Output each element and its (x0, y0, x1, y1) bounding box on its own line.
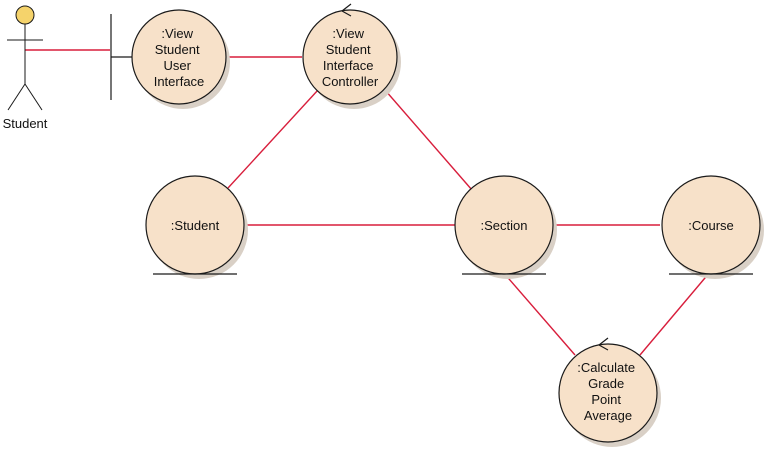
link-section-to-calculate-gpa (502, 271, 576, 356)
object-label: :View Student Interface Controller (322, 26, 379, 89)
link-controller-to-student (227, 89, 319, 189)
link-controller-to-section (384, 89, 473, 191)
object-label: :View Student User Interface (154, 26, 205, 89)
object-section[interactable]: :Section (454, 175, 557, 279)
object-label: :Calculate Grade Point Average (577, 360, 638, 423)
object-course[interactable]: :Course (661, 175, 764, 279)
object-calculate-grade-point-average[interactable]: :Calculate Grade Point Average (558, 337, 661, 447)
object-student[interactable]: :Student (145, 175, 248, 279)
object-circle (131, 9, 227, 105)
object-circle (302, 9, 398, 105)
object-label: :Student (171, 218, 220, 233)
control-arrow-icon (341, 3, 352, 17)
links (25, 49, 711, 356)
object-label: :Section (481, 218, 528, 233)
actor-head (15, 5, 35, 25)
actor-right-leg (24, 83, 43, 111)
object-label: :Course (688, 218, 734, 233)
actor-left-leg (7, 83, 26, 111)
object-circle (558, 343, 658, 443)
control-arrow-icon (598, 337, 609, 351)
link-course-to-calculate-gpa (639, 271, 711, 356)
actor-student[interactable]: Student (3, 5, 48, 131)
object-view-student-interface-controller[interactable]: :View Student Interface Controller (302, 3, 401, 109)
actor-label: Student (3, 116, 48, 131)
object-view-student-user-interface[interactable]: :View Student User Interface (110, 9, 230, 109)
